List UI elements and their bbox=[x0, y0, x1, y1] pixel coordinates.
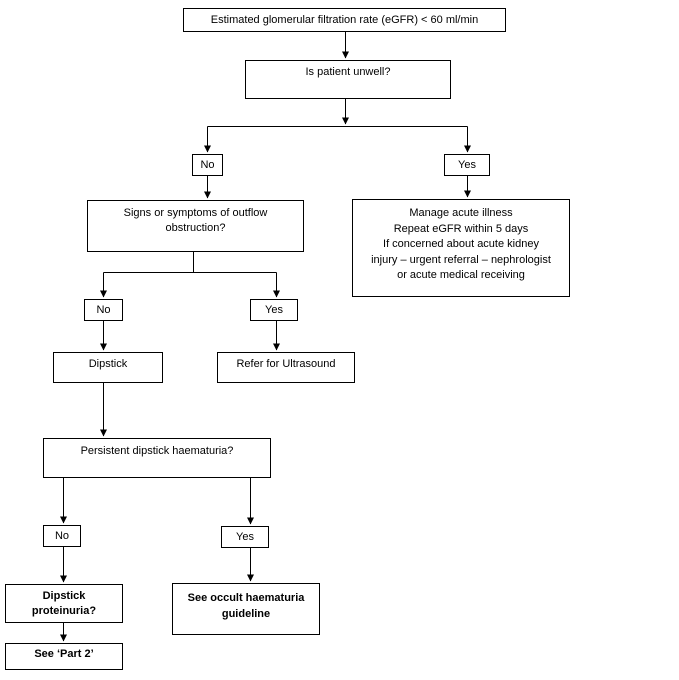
node-dipstick-proteinuria-line2: proteinuria? bbox=[31, 605, 97, 617]
node-is-patient-unwell-label: Is patient unwell? bbox=[305, 66, 391, 78]
node-obstruction-no-label: No bbox=[96, 303, 111, 316]
node-dipstick-proteinuria: Dipstick proteinuria? bbox=[5, 584, 123, 623]
node-is-patient-unwell: Is patient unwell? bbox=[245, 60, 451, 99]
node-persistent-haematuria: Persistent dipstick haematuria? bbox=[43, 438, 271, 478]
node-haematuria-yes-label: Yes bbox=[236, 530, 254, 543]
node-unwell-no: No bbox=[192, 154, 223, 176]
node-outflow-obstruction: Signs or symptoms of outflow obstruction… bbox=[87, 200, 304, 252]
node-manage-line4: injury – urgent referral – nephrologist bbox=[371, 253, 551, 266]
node-see-part2: See ‘Part 2’ bbox=[5, 643, 123, 670]
node-unwell-no-label: No bbox=[200, 158, 215, 171]
node-obstruction-no: No bbox=[84, 299, 123, 321]
node-refer-ultrasound-label: Refer for Ultrasound bbox=[236, 358, 336, 370]
node-persistent-haematuria-label: Persistent dipstick haematuria? bbox=[80, 445, 234, 457]
node-outflow-obstruction-line1: Signs or symptoms of outflow bbox=[123, 207, 268, 219]
node-haematuria-yes: Yes bbox=[221, 526, 269, 548]
node-unwell-yes-label: Yes bbox=[458, 158, 476, 171]
node-haematuria-no: No bbox=[43, 525, 81, 547]
node-dipstick: Dipstick bbox=[53, 352, 163, 383]
node-manage-line1: Manage acute illness bbox=[409, 207, 513, 219]
node-egfr-label: Estimated glomerular filtration rate (eG… bbox=[210, 13, 479, 26]
node-occult-line2: guideline bbox=[221, 608, 271, 620]
node-occult-haematuria-guideline: See occult haematuria guideline bbox=[172, 583, 320, 635]
node-dipstick-label: Dipstick bbox=[88, 358, 128, 370]
node-refer-ultrasound: Refer for Ultrasound bbox=[217, 352, 355, 383]
node-manage-acute-illness: Manage acute illness Repeat eGFR within … bbox=[352, 199, 570, 297]
node-haematuria-no-label: No bbox=[54, 529, 70, 542]
node-see-part2-label: See ‘Part 2’ bbox=[34, 648, 94, 660]
node-unwell-yes: Yes bbox=[444, 154, 490, 176]
node-manage-line2: Repeat eGFR within 5 days bbox=[393, 222, 529, 235]
node-outflow-obstruction-line2: obstruction? bbox=[165, 222, 226, 234]
node-manage-line5: or acute medical receiving bbox=[397, 269, 525, 281]
node-occult-line1: See occult haematuria bbox=[187, 592, 305, 604]
node-obstruction-yes-label: Yes bbox=[265, 303, 283, 316]
node-obstruction-yes: Yes bbox=[250, 299, 298, 321]
node-egfr-start: Estimated glomerular filtration rate (eG… bbox=[183, 8, 506, 32]
node-dipstick-proteinuria-line1: Dipstick bbox=[42, 590, 86, 602]
node-manage-line3: If concerned about acute kidney bbox=[383, 238, 539, 250]
